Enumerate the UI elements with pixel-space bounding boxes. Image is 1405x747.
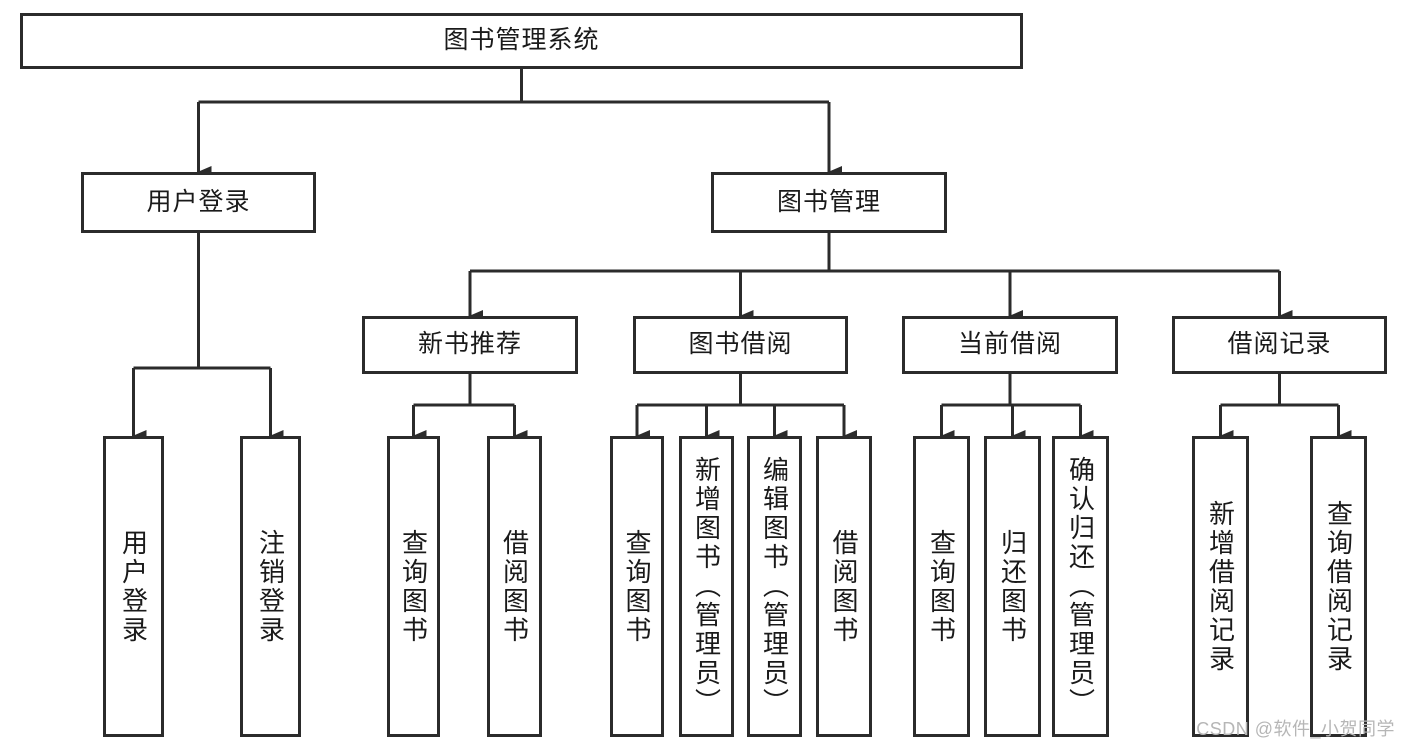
- node-label: 归还图书: [997, 528, 1028, 645]
- node-label: 新增借阅记录: [1205, 499, 1236, 674]
- node-label: 注销登录: [255, 528, 286, 645]
- node-user-login[interactable]: 用户登录: [81, 172, 316, 233]
- node-label: 借阅图书: [829, 528, 860, 645]
- node-leaf-logout[interactable]: 注销登录: [240, 436, 301, 737]
- node-root[interactable]: 图书管理系统: [20, 13, 1023, 69]
- node-label: 查询借阅记录: [1323, 499, 1354, 674]
- node-label: 查询图书: [926, 528, 957, 645]
- node-borrow-record[interactable]: 借阅记录: [1172, 316, 1387, 374]
- node-label: 用户登录: [146, 187, 251, 216]
- node-label: 编辑图书（管理员）: [759, 456, 790, 717]
- node-book-manage[interactable]: 图书管理: [711, 172, 947, 233]
- node-leaf-query-book-3[interactable]: 查询图书: [913, 436, 970, 737]
- node-label: 图书管理系统: [443, 26, 600, 55]
- node-leaf-query-book-1[interactable]: 查询图书: [387, 436, 440, 737]
- node-label: 查询图书: [398, 528, 429, 645]
- node-label: 当前借阅: [957, 330, 1062, 359]
- node-leaf-return-book[interactable]: 归还图书: [984, 436, 1041, 737]
- node-label: 查询图书: [622, 528, 653, 645]
- node-leaf-confirm-return[interactable]: 确认归还（管理员）: [1052, 436, 1109, 737]
- node-leaf-borrow-book-1[interactable]: 借阅图书: [487, 436, 542, 737]
- node-leaf-query-record[interactable]: 查询借阅记录: [1310, 436, 1367, 737]
- node-label: 图书借阅: [688, 330, 793, 359]
- node-leaf-add-record[interactable]: 新增借阅记录: [1192, 436, 1249, 737]
- node-leaf-add-book[interactable]: 新增图书（管理员）: [679, 436, 734, 737]
- node-leaf-borrow-book-2[interactable]: 借阅图书: [816, 436, 872, 737]
- node-label: 新书推荐: [417, 330, 522, 359]
- node-label: 借阅图书: [499, 528, 530, 645]
- node-current-borrow[interactable]: 当前借阅: [902, 316, 1118, 374]
- node-label: 图书管理: [776, 187, 881, 216]
- node-leaf-edit-book[interactable]: 编辑图书（管理员）: [747, 436, 802, 737]
- node-label: 确认归还（管理员）: [1065, 456, 1096, 717]
- node-book-borrow[interactable]: 图书借阅: [633, 316, 848, 374]
- node-label: 新增图书（管理员）: [691, 456, 722, 717]
- node-leaf-user-login[interactable]: 用户登录: [103, 436, 164, 737]
- node-label: 用户登录: [118, 528, 149, 645]
- node-leaf-query-book-2[interactable]: 查询图书: [610, 436, 664, 737]
- node-new-book-rec[interactable]: 新书推荐: [362, 316, 578, 374]
- node-label: 借阅记录: [1227, 330, 1332, 359]
